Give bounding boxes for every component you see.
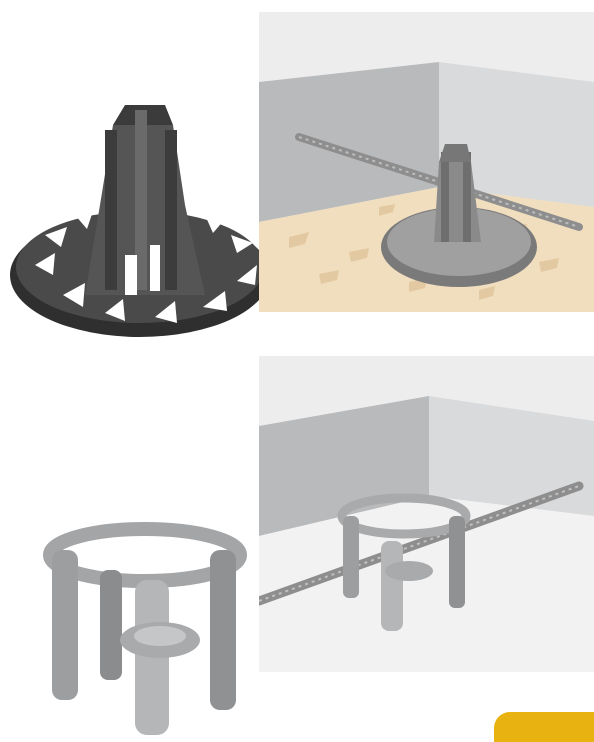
disc-spacer-installation-illustration: [259, 12, 594, 312]
accent-tab: [494, 712, 594, 742]
chair-spacer-installation-illustration: [259, 356, 594, 672]
disc-spacer-product-image: [10, 105, 270, 337]
disc-spacer-icon: [10, 105, 270, 337]
chair-spacer-icon: [43, 522, 247, 735]
chair-spacer-product-image: [43, 522, 247, 735]
